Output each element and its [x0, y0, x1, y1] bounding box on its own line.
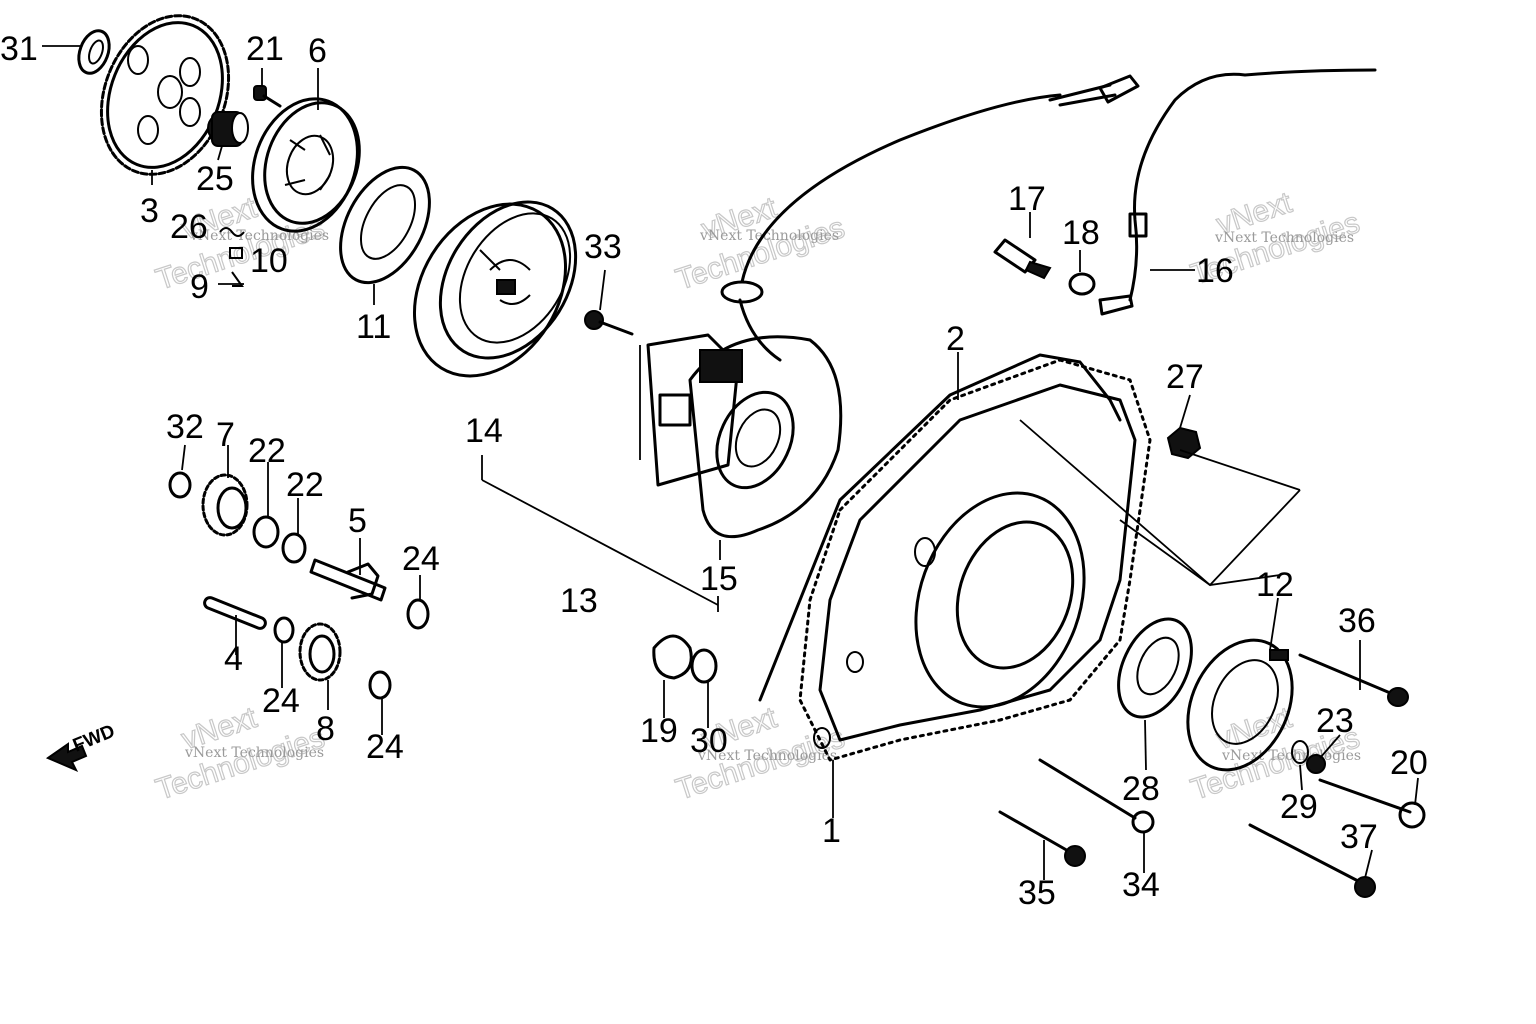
callout-5: 5 [348, 502, 367, 540]
crankcase-cover-1 [798, 358, 1152, 762]
pin-4 [203, 596, 267, 630]
gear-8 [298, 622, 342, 682]
callout-20: 20 [1390, 744, 1428, 782]
callout-28: 28 [1122, 770, 1160, 808]
small-parts-26-10-9 [219, 227, 245, 287]
callout-27: 27 [1166, 358, 1204, 396]
callout-11: 11 [356, 308, 391, 346]
nut-23 [1306, 754, 1326, 774]
callout-14: 14 [465, 412, 503, 450]
fwd-label: FWD [70, 721, 118, 757]
callout-23: 23 [1316, 702, 1354, 740]
washer-31 [77, 29, 111, 75]
washer-29 [1291, 740, 1309, 764]
callout-35: 35 [1018, 874, 1056, 912]
gear-7 [201, 473, 249, 537]
switch-17 [993, 238, 1052, 280]
callout-31: 31 [0, 30, 38, 68]
flywheel-rotor-14 [412, 200, 578, 378]
washer-22a [252, 515, 280, 549]
washer-24b [273, 616, 295, 644]
washer-24a [406, 598, 430, 630]
fwd-arrow: FWD [45, 721, 118, 772]
pulser-12 [1186, 638, 1294, 772]
washer-18 [1068, 272, 1096, 296]
bolt-20 [1318, 778, 1426, 829]
callout-13: 13 [560, 582, 598, 620]
callout-37: 37 [1340, 818, 1378, 856]
callout-8: 8 [316, 710, 335, 748]
callout-18: 18 [1062, 214, 1100, 252]
screw-33 [584, 310, 634, 336]
callout-1: 1 [822, 812, 841, 850]
callout-34: 34 [1122, 866, 1160, 904]
callout-19: 19 [640, 712, 678, 750]
watermark-caption: vNext Technologies [697, 748, 837, 764]
watermark-caption: vNext Technologies [699, 228, 839, 244]
bolt-34 [1038, 758, 1155, 834]
bolt-35 [998, 810, 1086, 867]
callout-15: 15 [700, 560, 738, 598]
callout-25: 25 [196, 160, 234, 198]
stator-15 [646, 74, 1140, 539]
nut-27 [1166, 426, 1202, 460]
callout-33: 33 [584, 228, 622, 266]
callout-21: 21 [246, 30, 284, 68]
callout-32: 32 [166, 408, 204, 446]
watermark-caption: vNext Technologies [1221, 748, 1361, 764]
washer-22b [281, 532, 307, 564]
callout-labels: 31 21 6 25 3 26 10 9 11 14 33 13 15 17 1… [0, 30, 1428, 912]
callout-10: 10 [250, 242, 288, 280]
circlip-32 [168, 471, 192, 499]
callout-26: 26 [170, 208, 208, 246]
callout-2: 2 [946, 320, 965, 358]
callout-9: 9 [190, 268, 209, 306]
gasket-2 [758, 353, 1122, 702]
oil-seal-28 [1117, 617, 1193, 719]
callout-6: 6 [308, 32, 327, 70]
shaft-5 [309, 558, 387, 602]
callout-22: 22 [248, 432, 286, 470]
watermark-caption: vNext Technologies [1214, 230, 1354, 246]
bolt-37 [1248, 823, 1376, 898]
leader-lines [42, 45, 1419, 880]
ring-11 [339, 165, 431, 285]
callout-22: 22 [286, 466, 324, 504]
o-ring-30 [690, 648, 718, 684]
callout-7: 7 [216, 416, 235, 454]
callout-3: 3 [140, 192, 159, 230]
callout-29: 29 [1280, 788, 1318, 826]
callout-17: 17 [1008, 180, 1046, 218]
needle-bearing-25 [207, 111, 249, 147]
callout-24: 24 [366, 728, 404, 766]
cap-19 [652, 634, 693, 680]
bolt-36 [1298, 653, 1409, 707]
starter-clutch-6 [251, 97, 361, 233]
sensor-wire-16 [1098, 68, 1377, 316]
washer-24c [368, 670, 392, 700]
callout-12: 12 [1256, 566, 1294, 604]
callout-16: 16 [1196, 252, 1234, 290]
watermark-caption: vNext Technologies [184, 745, 324, 761]
callout-36: 36 [1338, 602, 1376, 640]
bolt-21 [253, 85, 282, 108]
callout-4: 4 [224, 640, 243, 678]
callout-24: 24 [262, 682, 300, 720]
callout-24: 24 [402, 540, 440, 578]
callout-30: 30 [690, 722, 728, 760]
